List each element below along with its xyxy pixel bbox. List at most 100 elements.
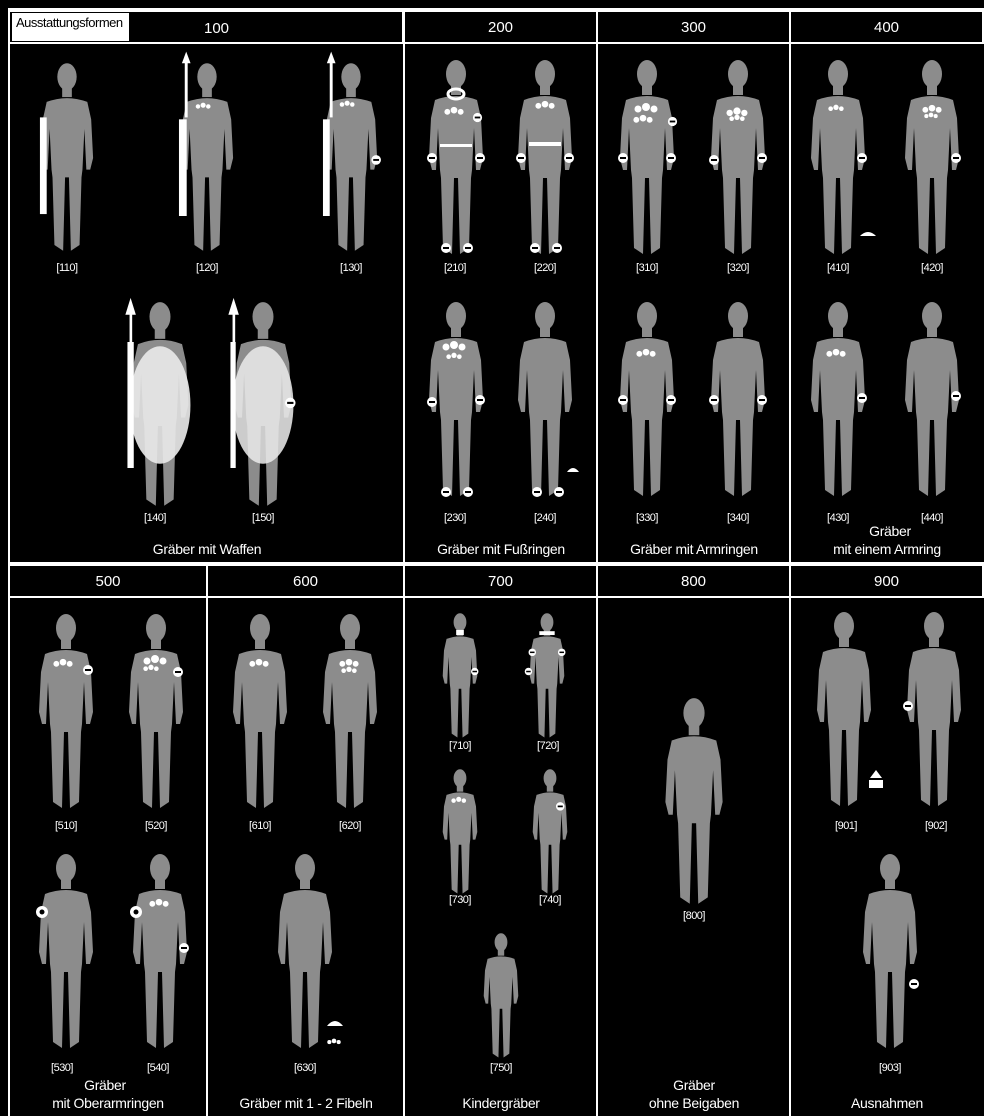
label-430: [430] xyxy=(818,512,858,524)
label-410: [410] xyxy=(818,262,858,274)
label-740: [740] xyxy=(530,894,570,906)
figure-140 xyxy=(126,300,194,510)
label-330: [330] xyxy=(627,512,667,524)
figure-540 xyxy=(130,852,190,1052)
figure-620 xyxy=(320,612,380,812)
figure-903 xyxy=(860,852,920,1052)
label-340: [340] xyxy=(718,512,758,524)
caption-500-line2: mit Oberarmringen xyxy=(10,1096,206,1111)
label-520: [520] xyxy=(136,820,176,832)
caption-300: Gräber mit Armringen xyxy=(598,542,790,557)
label-420: [420] xyxy=(912,262,952,274)
figure-240 xyxy=(515,300,575,500)
figure-901 xyxy=(814,610,874,810)
figure-130 xyxy=(322,58,380,258)
figure-210 xyxy=(426,58,486,258)
label-540: [540] xyxy=(138,1062,178,1074)
divider-500-600 xyxy=(206,564,208,1116)
divider-200-300 xyxy=(596,8,598,564)
group-number-800: 800 xyxy=(598,573,789,590)
caption-800-line2: ohne Beigaben xyxy=(598,1096,790,1111)
group-number-200: 200 xyxy=(405,19,596,36)
caption-400-line1: Gräber xyxy=(855,524,925,539)
group-number-500: 500 xyxy=(10,573,206,590)
label-730: [730] xyxy=(440,894,480,906)
group-number-400: 400 xyxy=(791,19,982,36)
caption-600: Gräber mit 1 - 2 Fibeln xyxy=(208,1096,404,1111)
divider-100-200 xyxy=(403,8,405,564)
label-310: [310] xyxy=(627,262,667,274)
group-number-100: 100 xyxy=(204,20,229,37)
figure-120 xyxy=(178,58,236,258)
figure-410 xyxy=(808,58,868,258)
group-number-900: 900 xyxy=(791,573,982,590)
header-corner-label: Ausstattungsformen xyxy=(12,13,129,41)
group-number-300: 300 xyxy=(598,19,789,36)
figure-150 xyxy=(229,300,297,510)
label-510: [510] xyxy=(46,820,86,832)
label-220: [220] xyxy=(525,262,565,274)
label-320: [320] xyxy=(718,262,758,274)
caption-800-line1: Gräber xyxy=(598,1078,790,1093)
figure-510 xyxy=(36,612,96,812)
caption-200: Gräber mit Fußringen xyxy=(405,542,597,557)
caption-500-line1: Gräber xyxy=(70,1078,140,1093)
label-800: [800] xyxy=(674,910,714,922)
label-630: [630] xyxy=(285,1062,325,1074)
header-100: Ausstattungsformen 100 xyxy=(8,10,404,44)
figure-320 xyxy=(708,58,768,258)
header-600: 600 xyxy=(206,564,405,598)
figure-110 xyxy=(38,58,96,258)
header-500: 500 xyxy=(8,564,208,598)
figure-310 xyxy=(617,58,677,258)
label-240: [240] xyxy=(525,512,565,524)
header-900: 900 xyxy=(789,564,984,598)
label-530: [530] xyxy=(42,1062,82,1074)
divider-800-900 xyxy=(789,564,791,1116)
figure-720 xyxy=(527,612,567,740)
figure-440 xyxy=(902,300,962,500)
caption-900: Ausnahmen xyxy=(791,1096,983,1111)
group-number-700: 700 xyxy=(405,573,596,590)
figure-330 xyxy=(617,300,677,500)
header-200: 200 xyxy=(403,10,598,44)
label-140: [140] xyxy=(135,512,175,524)
group-number-600: 600 xyxy=(208,573,403,590)
figure-220 xyxy=(515,58,575,258)
label-902: [902] xyxy=(916,820,956,832)
figure-740 xyxy=(530,768,570,896)
figure-730 xyxy=(440,768,480,896)
divider-600-700 xyxy=(403,564,405,1116)
figure-340 xyxy=(708,300,768,500)
label-440: [440] xyxy=(912,512,952,524)
figure-520 xyxy=(126,612,186,812)
caption-400-line2: mit einem Armring xyxy=(791,542,983,557)
figure-902 xyxy=(904,610,964,810)
label-230: [230] xyxy=(435,512,475,524)
label-620: [620] xyxy=(330,820,370,832)
label-110: [110] xyxy=(47,262,87,274)
divider-700-800 xyxy=(596,564,598,1116)
label-750: [750] xyxy=(481,1062,521,1074)
header-400: 400 xyxy=(789,10,984,44)
figure-430 xyxy=(808,300,868,500)
label-901: [901] xyxy=(826,820,866,832)
label-210: [210] xyxy=(435,262,475,274)
label-903: [903] xyxy=(870,1062,910,1074)
figure-800 xyxy=(662,696,726,908)
caption-100: Gräber mit Waffen xyxy=(10,542,404,557)
caption-700: Kindergräber xyxy=(405,1096,597,1111)
figure-630 xyxy=(275,852,335,1052)
label-610: [610] xyxy=(240,820,280,832)
divider-300-400 xyxy=(789,8,791,564)
header-300: 300 xyxy=(596,10,791,44)
label-710: [710] xyxy=(440,740,480,752)
header-800: 800 xyxy=(596,564,791,598)
label-130: [130] xyxy=(331,262,371,274)
label-150: [150] xyxy=(243,512,283,524)
header-700: 700 xyxy=(403,564,598,598)
label-720: [720] xyxy=(528,740,568,752)
figure-530 xyxy=(36,852,96,1052)
label-120: [120] xyxy=(187,262,227,274)
